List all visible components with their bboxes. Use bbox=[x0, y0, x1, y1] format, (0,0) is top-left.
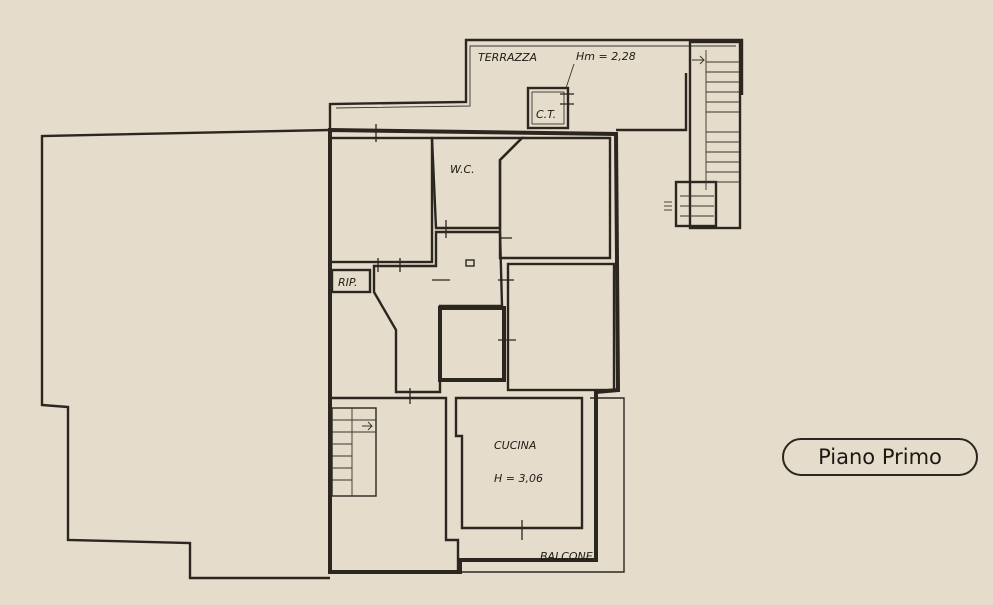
terrazza-label: TERRAZZA bbox=[478, 51, 537, 64]
internal-stair bbox=[331, 407, 377, 497]
rip-room bbox=[330, 268, 372, 294]
corridor-marker bbox=[465, 259, 475, 267]
terrace-outline bbox=[328, 38, 744, 132]
balcony-outline bbox=[460, 397, 625, 573]
height-label: H = 3,06 bbox=[494, 472, 543, 485]
floor-title: Piano Primo bbox=[818, 445, 942, 469]
door-ticks bbox=[375, 90, 574, 540]
kitchen-room bbox=[454, 396, 584, 530]
balcone-label: BALCONE bbox=[540, 550, 593, 563]
room-middle-right bbox=[506, 262, 616, 392]
rip-label: RIP. bbox=[338, 276, 358, 289]
corridor bbox=[372, 230, 504, 394]
building-perimeter bbox=[328, 127, 621, 574]
hm-leader bbox=[565, 63, 575, 89]
wc-label: W.C. bbox=[450, 163, 475, 176]
floor-title-badge: Piano Primo bbox=[782, 438, 978, 476]
ct-room-inner bbox=[531, 91, 565, 125]
room-upper-right bbox=[498, 136, 612, 260]
room-lower-left bbox=[328, 396, 460, 574]
terrace-inner-line bbox=[335, 45, 736, 109]
ct-label: C.T. bbox=[536, 108, 556, 121]
closet bbox=[438, 306, 506, 382]
room-upper-left bbox=[328, 136, 434, 264]
external-stair bbox=[664, 40, 742, 230]
cucina-label: CUCINA bbox=[494, 439, 536, 452]
courtyard-outline bbox=[40, 128, 331, 580]
hm-label: Hm = 2,28 bbox=[576, 50, 636, 63]
